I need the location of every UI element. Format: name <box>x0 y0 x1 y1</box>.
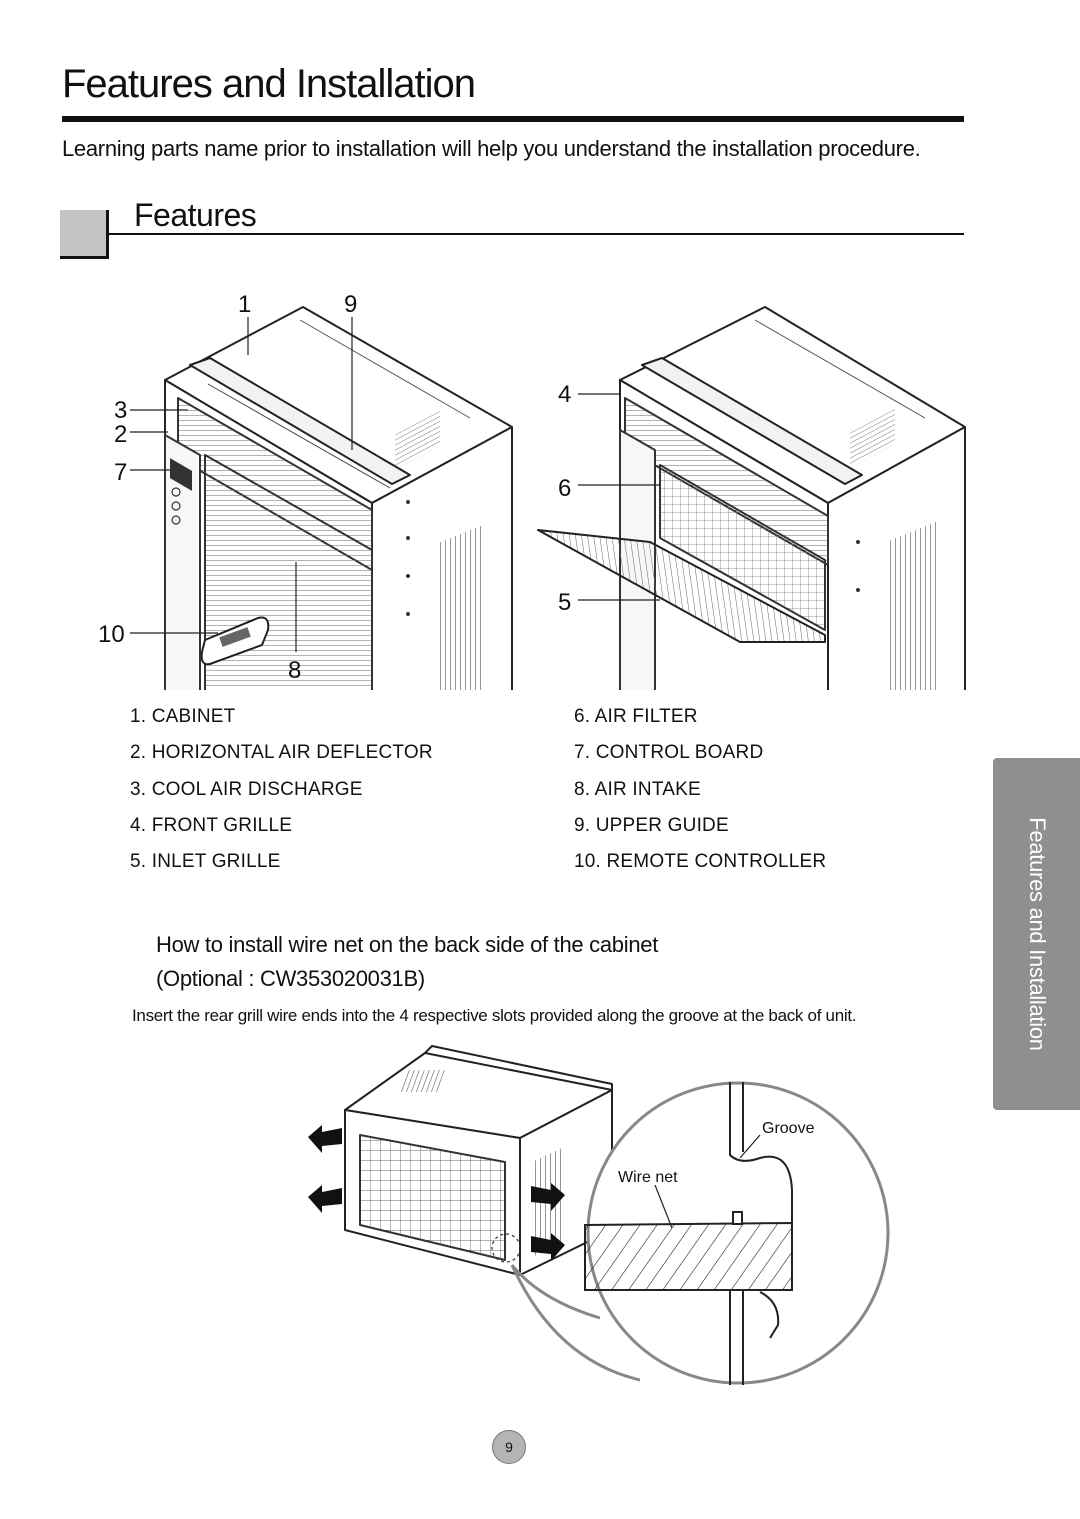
intro-text: Learning parts name prior to installatio… <box>62 136 921 161</box>
groove-label: Groove <box>762 1120 815 1137</box>
part-item: 4. FRONT GRILLE <box>130 815 293 836</box>
part-item: 5. INLET GRILLE <box>130 851 281 872</box>
install-instruction: Insert the rear grill wire ends into the… <box>132 1006 857 1025</box>
part-item: 7. CONTROL BOARD <box>574 742 764 763</box>
callout-2: 2 <box>114 421 127 448</box>
part-item: 1. CABINET <box>130 706 236 727</box>
callout-4: 4 <box>558 381 571 408</box>
side-tab: Features and Installation <box>993 758 1080 1110</box>
page-title: Features and Installation <box>62 62 476 106</box>
part-item: 9. UPPER GUIDE <box>574 815 729 836</box>
install-heading: How to install wire net on the back side… <box>156 932 659 957</box>
callout-3: 3 <box>114 397 127 424</box>
callout-7: 7 <box>114 459 127 486</box>
part-item: 3. COOL AIR DISCHARGE <box>130 779 363 800</box>
callout-leaders <box>130 317 660 652</box>
section-marker <box>60 210 109 259</box>
page-number: 9 <box>492 1430 526 1464</box>
callout-numbers: 1 9 3 2 7 10 8 4 6 5 <box>98 291 571 684</box>
wire-net-diagram: Groove Wire net <box>308 1045 890 1385</box>
airflow-arrow-icon <box>531 1183 565 1261</box>
air-conditioner-rear-icon <box>344 1045 613 1276</box>
callout-1: 1 <box>238 291 251 318</box>
callout-10: 10 <box>98 621 125 648</box>
part-item: 6. AIR FILTER <box>574 706 698 727</box>
remote-controller-icon <box>200 616 270 666</box>
title-rule <box>62 116 964 122</box>
callout-8: 8 <box>288 657 301 684</box>
features-diagram: 1 9 3 2 7 10 8 4 6 5 <box>98 291 966 690</box>
callout-9: 9 <box>344 291 357 318</box>
airflow-arrow-icon <box>308 1125 342 1213</box>
section-rule <box>106 233 964 235</box>
side-tab-label: Features and Installation <box>1024 817 1050 1051</box>
air-conditioner-open-grille-icon <box>537 306 966 690</box>
callout-5: 5 <box>558 589 571 616</box>
part-item: 10. REMOTE CONTROLLER <box>574 851 827 872</box>
wire-net-label: Wire net <box>618 1169 678 1186</box>
callout-6: 6 <box>558 475 571 502</box>
install-part-number: (Optional : CW353020031B) <box>156 966 425 991</box>
part-item: 2. HORIZONTAL AIR DEFLECTOR <box>130 742 433 763</box>
groove-detail <box>584 1082 793 1385</box>
section-title: Features <box>134 197 257 233</box>
part-item: 8. AIR INTAKE <box>574 779 701 800</box>
